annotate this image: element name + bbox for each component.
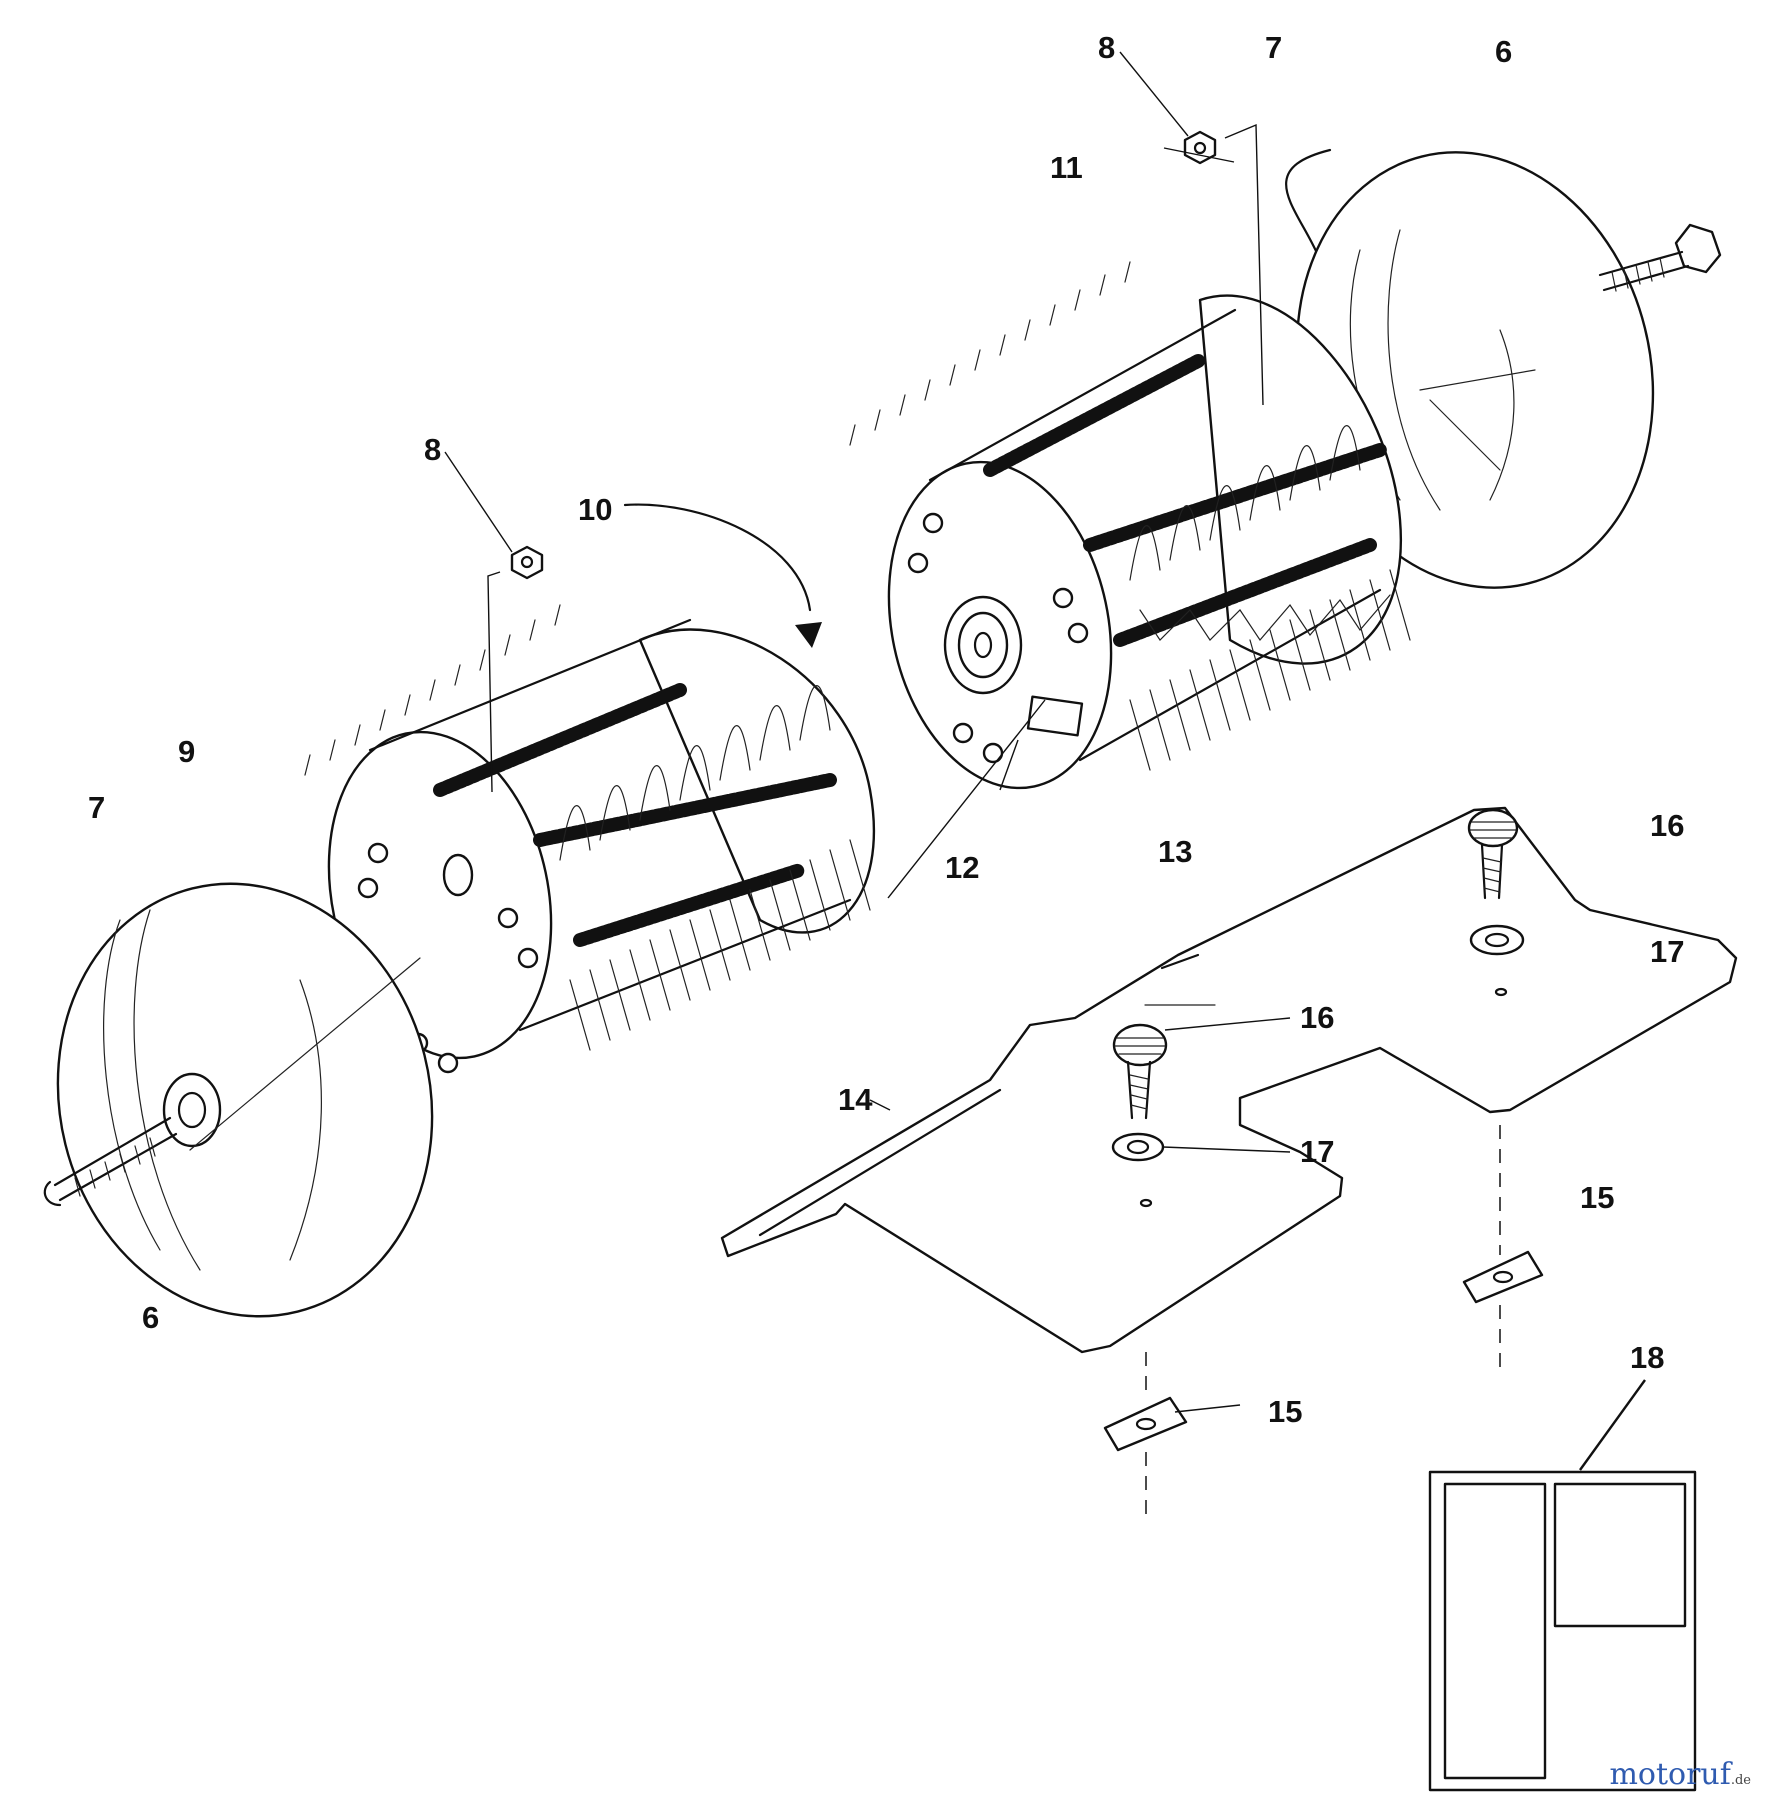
rotation-arrowhead [795,622,822,648]
callout-16-top: 16 [1650,808,1684,843]
reel-right-coils [983,353,1387,647]
nut-left [444,451,544,793]
callout-8-top: 8 [1098,30,1115,65]
reel-left-coils [433,683,837,947]
callout-15-bottom: 15 [1268,1394,1302,1429]
manual-sheet [1428,1379,1697,1792]
callout-7-top: 7 [1265,30,1282,65]
callout-16-mid: 16 [1300,1000,1334,1035]
washer-mid [1111,1132,1291,1208]
callout-17-mid: 17 [1300,1134,1334,1169]
reel-left-tines [304,604,871,1051]
deflector-plate [720,806,1738,1354]
watermark-tld: .de [1730,1773,1751,1788]
hub-bearing-right [943,595,1023,695]
watermark-text: motoruf [1609,1757,1731,1792]
callout-18: 18 [1630,1340,1664,1375]
callout-6-bottom: 6 [142,1300,159,1335]
callout-17-top: 17 [1650,934,1684,969]
reel-right [849,261,1411,790]
callout-6-top: 6 [1495,34,1512,69]
callout-9: 9 [178,734,195,769]
wheel-left [43,882,434,1318]
callouts: 6 7 8 11 8 10 9 7 12 13 16 17 16 14 17 1… [88,30,1684,1429]
rating-label [1026,695,1084,737]
axle-bolt-right [1598,223,1722,292]
hub-hole-left [442,853,474,897]
callout-12: 12 [945,850,979,885]
screw-top [1467,808,1519,900]
callout-7-left: 7 [88,790,105,825]
rotation-arrow [623,503,812,612]
callout-11: 11 [1050,150,1083,185]
clip-bottom [1103,1352,1241,1520]
callout-8-left: 8 [424,432,441,467]
callout-14: 14 [838,1082,873,1117]
screw-mid [1112,1017,1291,1120]
callout-15-right: 15 [1580,1180,1614,1215]
bolt-heads-right [907,512,1089,764]
nut-top [1119,51,1264,406]
callout-10: 10 [578,492,612,527]
reel-right-tines [849,261,1411,771]
clip-right [1462,1125,1544,1370]
callout-13: 13 [1158,834,1192,869]
watermark-logo: motoruf.de [1609,1757,1751,1792]
washer-top [1469,924,1525,997]
